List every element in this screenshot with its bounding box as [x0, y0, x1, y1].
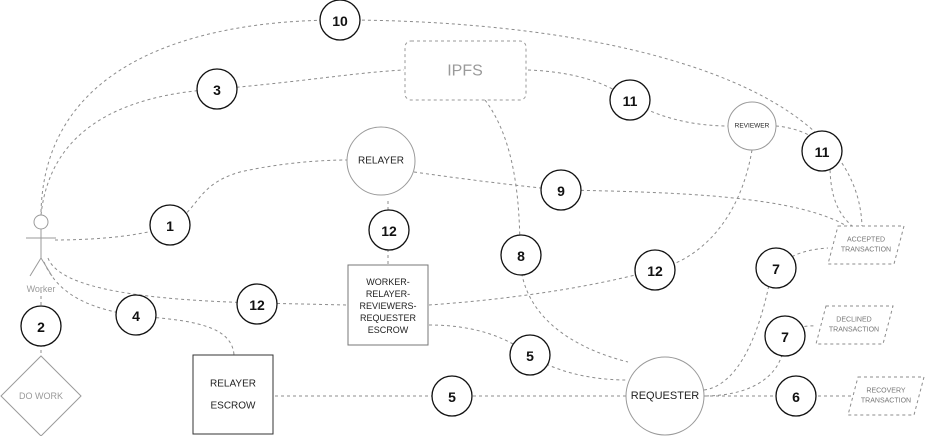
relayer-escrow-line-2: ESCROW	[211, 401, 257, 412]
step-badge: 11	[801, 130, 843, 172]
recovery-tx-line-1: RECOVERY	[866, 388, 905, 395]
svg-text:1: 1	[166, 218, 174, 234]
svg-text:11: 11	[623, 93, 638, 109]
relayer-node: RELAYER	[346, 126, 416, 196]
step-badge: 5	[509, 334, 551, 376]
step-badge: 1	[149, 204, 191, 246]
recovery-transaction-node: RECOVERY TRANSACTION	[847, 376, 925, 416]
accepted-tx-line-2: TRANSACTION	[841, 247, 891, 254]
connector-worker-accepted-top	[40, 19, 863, 229]
connector-worker-relayer	[54, 159, 349, 241]
step-badge: 7	[764, 315, 806, 357]
connector-reviewer-escrow	[428, 149, 753, 306]
step-badge: 2	[20, 305, 62, 347]
step-badge: 4	[115, 294, 157, 336]
do-work-node: DO WORK	[0, 355, 82, 436]
person-icon	[26, 214, 56, 277]
relayer-escrow-line-1: RELAYER	[210, 379, 256, 390]
step-badge: 3	[196, 68, 238, 110]
connector-ipfs-requester	[484, 99, 629, 363]
worker-label: Worker	[27, 284, 56, 294]
step-badge: 5	[431, 375, 473, 417]
ipfs-label: IPFS	[447, 63, 483, 80]
svg-text:8: 8	[517, 248, 525, 264]
ipfs-node: IPFS	[404, 40, 527, 101]
requester-node: REQUESTER	[625, 356, 705, 436]
relayer-label: RELAYER	[358, 156, 404, 167]
accepted-tx-line-1: ACCEPTED	[847, 237, 885, 244]
worker-actor: Worker	[26, 214, 56, 294]
connector-escrow-requester	[428, 324, 627, 381]
step-badge: 6	[775, 375, 817, 417]
svg-text:11: 11	[815, 144, 830, 160]
svg-text:4: 4	[132, 308, 140, 324]
escrow-main-line-5: ESCROW	[368, 325, 409, 335]
step-badge: 12	[368, 209, 410, 251]
svg-text:5: 5	[448, 389, 456, 405]
step-badge: 11	[609, 79, 651, 121]
svg-text:7: 7	[772, 261, 780, 277]
step-badges: 1 2 3 4 5 5 6 7 7 8 9 10 11 11 12 12 12	[20, 0, 843, 417]
recovery-tx-line-2: TRANSACTION	[861, 398, 911, 405]
reviewer-node: REVIEWER	[727, 101, 777, 151]
declined-transaction-node: DECLINED TRANSACTION	[815, 305, 894, 345]
svg-text:12: 12	[249, 297, 265, 313]
step-badge: 9	[540, 169, 582, 211]
svg-text:12: 12	[647, 263, 663, 279]
accepted-transaction-node: ACCEPTED TRANSACTION	[827, 225, 905, 265]
escrow-main-line-2: RELAYER-	[366, 289, 410, 299]
escrow-main-line-3: REVIEWERS-	[359, 301, 416, 311]
connector-ipfs-reviewer	[527, 69, 729, 127]
do-work-label: DO WORK	[19, 391, 63, 401]
connector-relayer-accepted	[413, 171, 851, 229]
connector-worker-escrow	[47, 257, 348, 306]
relayer-escrow-node: RELAYER ESCROW	[192, 354, 274, 435]
reviewer-label: REVIEWER	[735, 123, 770, 130]
escrow-main-node: WORKER- RELAYER- REVIEWERS- REQUESTER ES…	[347, 264, 429, 346]
declined-tx-line-2: TRANSACTION	[829, 327, 879, 334]
svg-text:5: 5	[526, 348, 534, 364]
svg-text:2: 2	[37, 319, 45, 335]
connector-requester-accepted	[703, 247, 829, 391]
escrow-main-line-1: WORKER-	[366, 277, 410, 287]
svg-text:7: 7	[781, 329, 789, 345]
requester-label: REQUESTER	[631, 390, 700, 402]
escrow-main-line-4: REQUESTER	[360, 313, 417, 323]
step-badge: 10	[319, 0, 361, 41]
svg-text:9: 9	[557, 183, 565, 199]
connector-worker-relayer-escrow	[43, 261, 235, 356]
svg-text:10: 10	[332, 13, 348, 29]
step-badge: 12	[236, 283, 278, 325]
step-badge: 12	[634, 249, 676, 291]
declined-tx-line-1: DECLINED	[836, 317, 871, 324]
svg-text:3: 3	[213, 82, 221, 98]
step-badge: 7	[755, 247, 797, 289]
svg-text:6: 6	[792, 389, 800, 405]
step-badge: 8	[500, 234, 542, 276]
svg-text:12: 12	[381, 223, 397, 239]
